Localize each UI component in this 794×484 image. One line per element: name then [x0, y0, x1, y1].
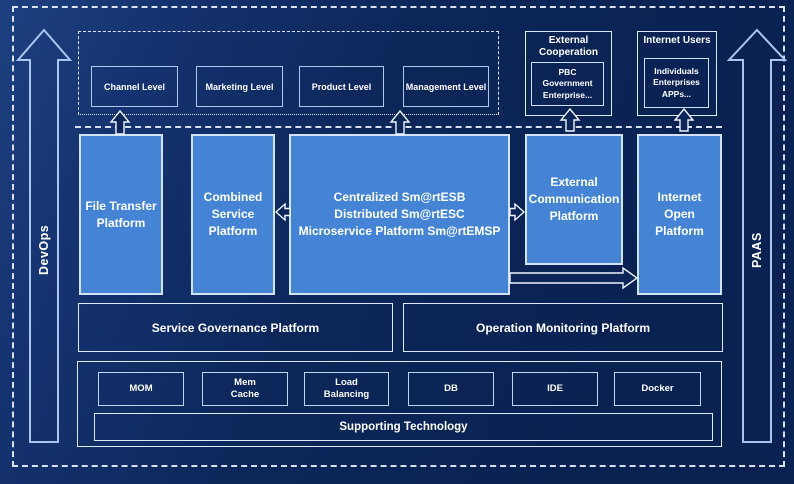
- operation-monitoring-box: Operation Monitoring Platform: [403, 303, 723, 352]
- tech-box-db: DB: [408, 372, 494, 406]
- supporting-technology-box: Supporting Technology: [94, 413, 713, 441]
- tech-box-mom: MOM: [98, 372, 184, 406]
- tech-box-docker: Docker: [614, 372, 701, 406]
- supporting-technology-group: [77, 361, 722, 447]
- levels-dashed-group: [78, 31, 499, 115]
- level-label: Channel Level: [103, 81, 166, 92]
- operation-monitoring-label: Operation Monitoring Platform: [476, 320, 650, 335]
- platform-label: Internet Open Platform: [655, 190, 704, 238]
- platform-label: File Transfer Platform: [85, 198, 157, 230]
- platform-internet-open: Internet Open Platform: [637, 134, 722, 295]
- level-box-product: Product Level: [299, 66, 384, 107]
- internet-users-title: Internet Users: [643, 35, 711, 46]
- level-label: Product Level: [311, 81, 372, 92]
- platform-label: External Communication Platform: [528, 175, 620, 223]
- service-governance-label: Service Governance Platform: [151, 320, 320, 335]
- level-label: Management Level: [405, 81, 487, 92]
- platform-external-communication: External Communication Platform: [525, 134, 623, 265]
- external-cooperation-box: External Cooperation PBC Government Ente…: [525, 31, 612, 116]
- internet-users-box: Internet Users Individuals Enterprises A…: [637, 31, 717, 116]
- level-label: Marketing Level: [205, 81, 274, 92]
- platform-central-esb: Centralized Sm@rtESB Distributed Sm@rtES…: [289, 134, 510, 295]
- platform-label: Combined Service Platform: [203, 190, 263, 238]
- level-box-marketing: Marketing Level: [196, 66, 283, 107]
- paas-rail-label: PAAS: [750, 232, 764, 268]
- supporting-technology-label: Supporting Technology: [339, 421, 468, 433]
- level-box-channel: Channel Level: [91, 66, 178, 107]
- layer-divider-dashed-line: [75, 126, 722, 128]
- internet-users-members: Individuals Enterprises APPs...: [644, 58, 709, 108]
- devops-rail-label: DevOps: [37, 224, 51, 276]
- service-governance-box: Service Governance Platform: [78, 303, 393, 352]
- external-cooperation-title: External Cooperation: [539, 35, 598, 59]
- platform-label: Centralized Sm@rtESB Distributed Sm@rtES…: [298, 190, 501, 238]
- platform-combined-service: Combined Service Platform: [191, 134, 275, 295]
- platform-file-transfer: File Transfer Platform: [79, 134, 163, 295]
- tech-box-mem-cache: Mem Cache: [202, 372, 288, 406]
- external-cooperation-members: PBC Government Enterprise...: [531, 62, 604, 106]
- tech-box-load-balancing: Load Balancing: [304, 372, 389, 406]
- level-box-management: Management Level: [403, 66, 489, 107]
- tech-box-ide: IDE: [512, 372, 598, 406]
